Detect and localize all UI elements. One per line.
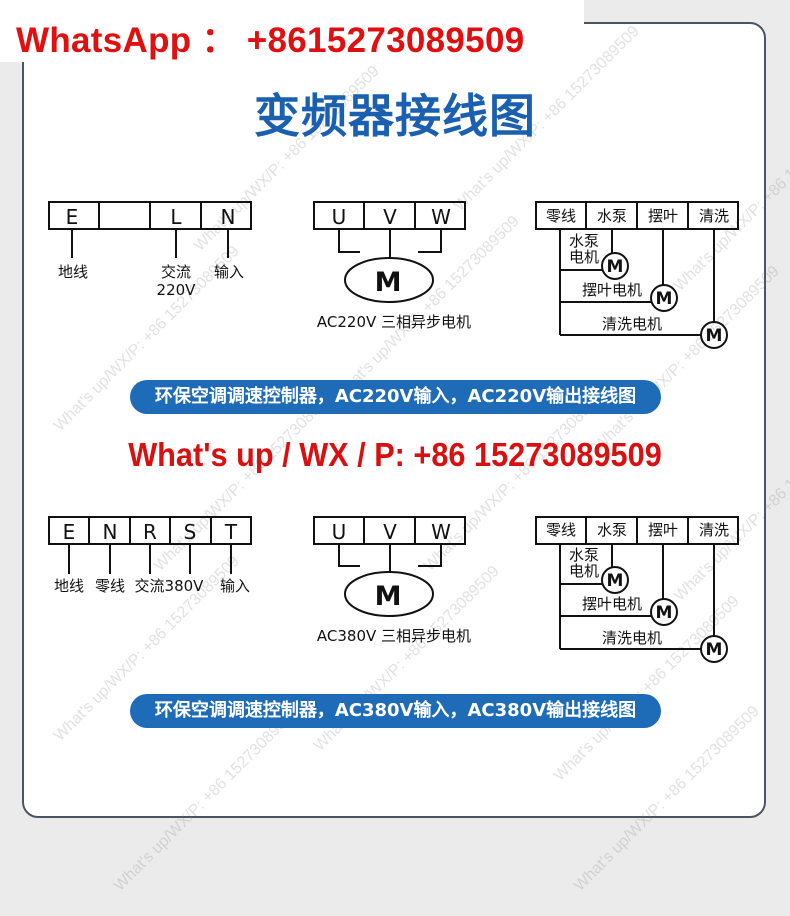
wire-label: 地线	[54, 577, 84, 595]
terminal-label: T	[224, 520, 238, 544]
diagram-card	[22, 22, 766, 818]
motor-symbol: M	[375, 267, 402, 298]
motor-symbol: M	[656, 603, 673, 623]
motor-caption: AC220V 三相异步电机	[317, 313, 471, 331]
motor-symbol: M	[706, 326, 723, 346]
terminal-label: W	[431, 520, 451, 544]
terminal-label: 零线	[546, 521, 576, 539]
motor-label: 摆叶电机	[582, 281, 642, 299]
motor-symbol: M	[375, 581, 402, 612]
motor-label: 清洗电机	[602, 629, 662, 647]
terminal-label: 摆叶	[648, 521, 678, 539]
wire-label: 地线	[58, 263, 88, 281]
wire-label: 输入	[220, 577, 250, 595]
motor-symbol: M	[607, 571, 624, 591]
motor-label: 清洗电机	[602, 315, 662, 333]
wire-label: 交流	[161, 263, 191, 281]
terminal-label: 摆叶	[648, 207, 678, 225]
motor-symbol: M	[607, 257, 624, 277]
terminal-label: U	[332, 205, 347, 229]
terminal-label: U	[332, 520, 347, 544]
wire-label: 输入	[214, 263, 244, 281]
terminal-label: E	[63, 520, 76, 544]
wire-label: 220V	[157, 281, 197, 299]
terminal-label: 清洗	[699, 521, 729, 539]
motor-label: 水泵	[569, 546, 599, 564]
contact-line: What's up / WX / P: +86 15273089509	[128, 436, 662, 473]
whatsapp-banner: WhatsApp ： +8615273089509	[0, 0, 584, 62]
terminal-label: 零线	[546, 207, 576, 225]
terminal-label: 水泵	[597, 207, 627, 225]
motor-symbol: M	[706, 640, 723, 660]
terminal-label: 清洗	[699, 207, 729, 225]
motor-label: 电机	[569, 562, 599, 580]
wire-label: 交流380V	[135, 577, 205, 595]
terminal-label: R	[143, 520, 157, 544]
motor-label: 摆叶电机	[582, 595, 642, 613]
whatsapp-contact-text: WhatsApp ： +8615273089509	[16, 21, 525, 60]
wire-label: 零线	[95, 577, 125, 595]
caption-220: 环保空调调速控制器，AC220V输入，AC220V输出接线图	[130, 380, 661, 414]
terminal-label: S	[184, 520, 197, 544]
terminal-label: N	[103, 520, 118, 544]
terminal-label: 水泵	[597, 521, 627, 539]
terminal-label: N	[221, 205, 236, 229]
motor-label: 水泵	[569, 232, 599, 250]
motor-caption: AC380V 三相异步电机	[317, 627, 471, 645]
motor-symbol: M	[656, 289, 673, 309]
page-title: 变频器接线图	[254, 89, 536, 143]
caption-380: 环保空调调速控制器，AC380V输入，AC380V输出接线图	[130, 694, 661, 728]
terminal-label: W	[431, 205, 451, 229]
terminal-label: V	[383, 205, 397, 229]
terminal-label: V	[383, 520, 397, 544]
motor-label: 电机	[569, 248, 599, 266]
terminal-label: L	[170, 205, 182, 229]
terminal-label: E	[66, 205, 79, 229]
